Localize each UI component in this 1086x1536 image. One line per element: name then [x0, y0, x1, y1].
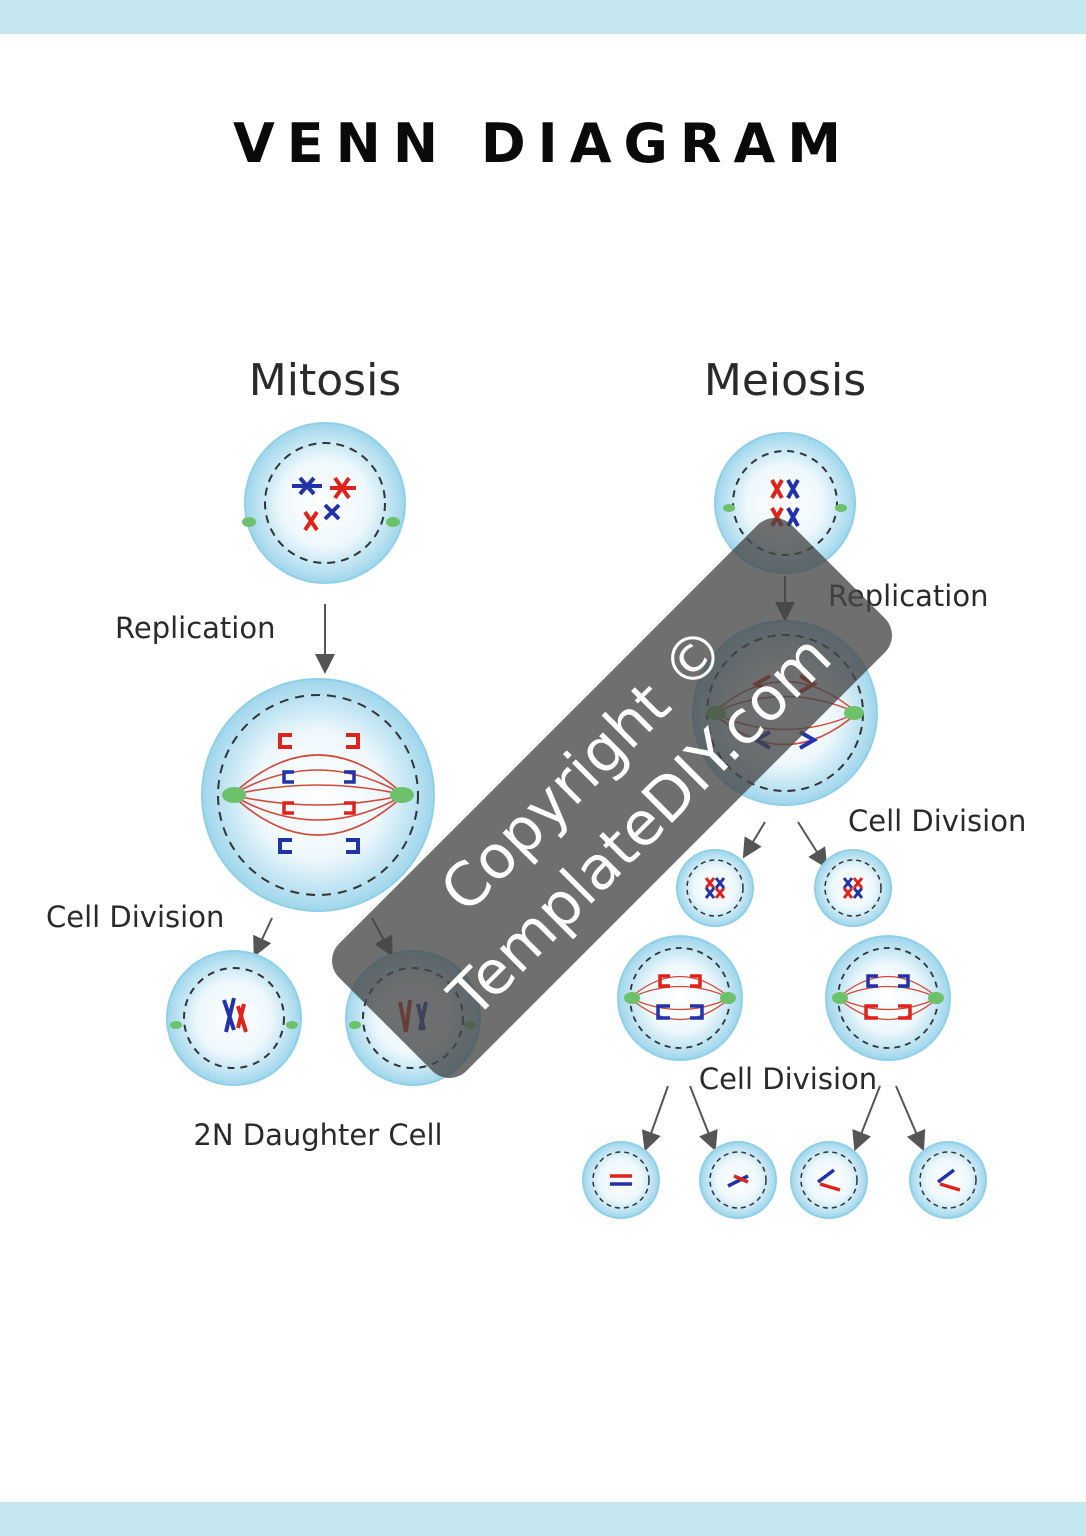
meiosis-gamete-4: [909, 1141, 987, 1219]
meiosis-arrow-5: [689, 1085, 718, 1152]
top-band: [0, 0, 1086, 34]
mitosis-heading: Mitosis: [249, 355, 401, 406]
meiosis-arrow-4: [641, 1085, 669, 1152]
bottom-band: [0, 1502, 1086, 1536]
mitosis-parent-cell: [242, 422, 406, 584]
meiosis-division-label-2: Cell Division: [699, 1062, 877, 1096]
meiosis-gamete-1: [582, 1141, 660, 1219]
meiosis-cell-2b: [814, 849, 892, 927]
meiosis-arrow-2: [742, 821, 766, 859]
meiosis-cell-3a: [617, 935, 743, 1061]
meiosis-arrow-6: [852, 1085, 881, 1152]
meiosis-division-label-1: Cell Division: [848, 804, 1026, 838]
meiosis-heading: Meiosis: [704, 355, 866, 406]
mitosis-replication-label: Replication: [115, 611, 275, 645]
meiosis-cell-3b: [825, 935, 951, 1061]
meiosis-cell-2a: [676, 849, 754, 927]
mitosis-division-label: Cell Division: [46, 900, 224, 934]
meiosis-gamete-3: [790, 1141, 868, 1219]
meiosis-gamete-2: [699, 1141, 777, 1219]
mitosis-arrow-2: [253, 917, 273, 958]
mitosis-daughter-cell-1: [166, 950, 302, 1086]
mitosis-metaphase-cell: [201, 678, 435, 912]
page-title: VENN DIAGRAM: [232, 112, 853, 175]
meiosis-arrow-3: [797, 821, 828, 869]
meiosis-arrow-7: [895, 1085, 926, 1152]
mitosis-result-label: 2N Daughter Cell: [193, 1118, 442, 1152]
